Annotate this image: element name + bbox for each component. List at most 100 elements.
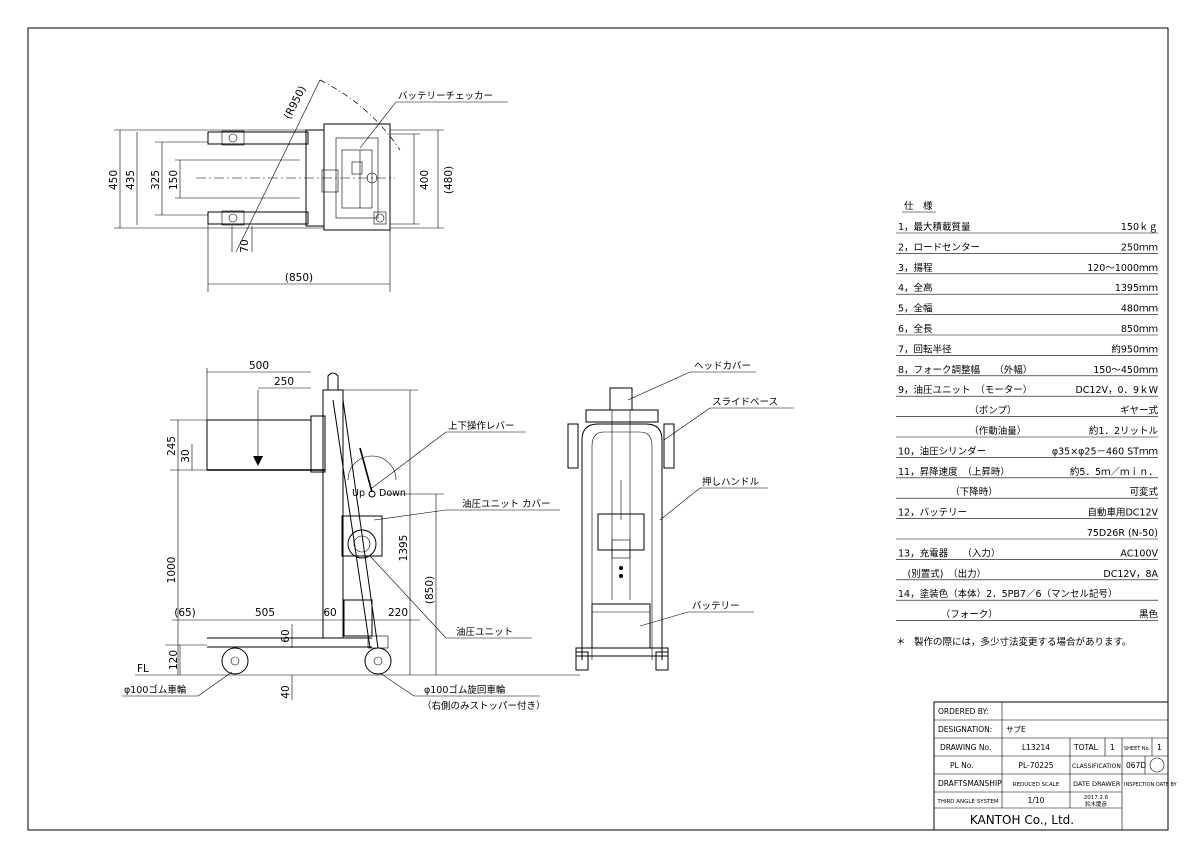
tb-ordered-by-label: ORDERED BY: <box>938 707 989 716</box>
tb-drawer-value: 鈴木慶彦 <box>1085 800 1108 808</box>
tb-drawing-no-label: DRAWING No. <box>940 743 991 752</box>
top-dim-150: 150 <box>168 170 180 190</box>
spec-row-value: 1395ｍｍ <box>1115 283 1158 294</box>
callout-push-handle: 押しハンドル <box>702 476 760 488</box>
tb-company: KANTOH Co., Ltd. <box>970 813 1074 827</box>
spec-row-label: 12，バッテリー <box>898 508 967 519</box>
spec-row-label: 8，フォーク調整幅 （外幅） <box>898 364 1032 376</box>
side-front-wheel <box>221 647 249 675</box>
spec-row-value: 150ｋｇ <box>1121 221 1158 233</box>
spec-row-value: 250ｍｍ <box>1121 242 1158 253</box>
top-fork-lower <box>207 211 309 225</box>
spec-row-label: （作動油量） <box>898 425 1026 437</box>
side-dim-65: (65) <box>174 607 196 619</box>
side-dim-60-horiz: 60 <box>323 607 336 619</box>
front-battery <box>591 603 651 649</box>
tb-designation-label: DESIGNATION: <box>938 725 992 734</box>
side-dim-30: 30 <box>180 449 192 462</box>
spec-note: 製作の際には，多少寸法変更する場合があります。 <box>914 636 1132 648</box>
spec-row-label: 6，全長 <box>898 323 933 335</box>
spec-row-value: 黒色 <box>1139 609 1159 621</box>
spec-row-value: 850ｍｍ <box>1121 324 1158 335</box>
tb-reduced-scale-label: REDUCED SCALE <box>1013 782 1060 788</box>
callout-hydraulic-cover: 油圧ユニット カバー <box>462 498 551 510</box>
tb-pl-no-label: PL No. <box>950 761 974 770</box>
side-dim-220: 220 <box>388 607 408 619</box>
spec-row-label: 13，充電器 （入力） <box>898 547 1000 559</box>
side-dim-250: 250 <box>274 376 294 388</box>
spec-row-value: 480ｍｍ <box>1121 304 1158 315</box>
side-dim-505: 505 <box>255 607 275 619</box>
spec-row-value: 150～450ｍｍ <box>1093 365 1158 376</box>
spec-row-label: 11，昇降速度 （上昇時） <box>898 466 1010 478</box>
side-dim-850: (850) <box>424 576 436 604</box>
callout-head-cover: ヘッドカバー <box>694 361 751 372</box>
spec-row-label: 10，油圧シリンダー <box>898 445 986 457</box>
spec-heading: 仕 様 <box>904 200 933 212</box>
callout-stopper-note: （右側のみストッパー付き） <box>422 700 546 712</box>
top-dim-435: 435 <box>125 170 137 190</box>
spec-row-value: ギヤー式 <box>1120 405 1159 417</box>
tb-inspection-label: INSPECTION DATE BY <box>1124 782 1178 788</box>
tb-sheet-label: SHEET No. <box>1124 746 1151 752</box>
side-label-up: Up <box>352 488 365 499</box>
callout-hydraulic-unit: 油圧ユニット <box>456 626 513 638</box>
spec-row-value: φ35×φ25－460 STｍｍ <box>1052 446 1158 457</box>
spec-row-value: AC100V <box>1120 548 1158 559</box>
callout-battery: バッテリー <box>692 601 740 612</box>
side-dim-40: 40 <box>280 685 292 698</box>
tb-total-value: 1 <box>1110 743 1115 752</box>
side-dim-120: 120 <box>168 650 180 670</box>
tb-classification-value: 067D <box>1126 761 1146 770</box>
top-dim-850: (850) <box>285 272 313 284</box>
spec-row-label: (別置式) （出力） <box>898 568 986 580</box>
spec-row-label: 7，回転半径 <box>898 343 952 355</box>
side-dim-245: 245 <box>166 436 178 456</box>
tb-pl-no-value: PL-70225 <box>1018 761 1053 770</box>
side-dim-500: 500 <box>249 360 269 372</box>
spec-row-label: 4，全高 <box>898 282 933 294</box>
tb-draftsmanship-label: DRAFTSMANSHIP <box>938 779 1002 788</box>
spec-row-value: 75D26R (N-50) <box>1087 528 1158 539</box>
spec-note-mark: ＊ <box>896 637 906 648</box>
top-dim-400: 400 <box>419 170 431 190</box>
side-dim-1000: 1000 <box>166 557 178 584</box>
tb-scale-value: 1/10 <box>1028 796 1045 805</box>
spec-row-label: 9，油圧ユニット （モーター） <box>898 384 1032 396</box>
front-frame <box>581 423 663 660</box>
front-view: ヘッドカバー スライドベース 押しハンドル バッテリー <box>567 361 794 671</box>
spec-row-label: 1，最大積載質量 <box>898 221 971 233</box>
spec-row-label: 14，塗装色（本体）2．5PB7／6（マンセル記号） <box>898 588 1118 600</box>
tb-drawing-no-value: L13214 <box>1022 743 1050 752</box>
callout-battery-checker: バッテリーチェッカー <box>398 91 493 102</box>
spec-row-value: 約5．5ｍ／ｍｉｎ． <box>1070 466 1158 478</box>
side-view: FL Up Down 500 <box>122 360 580 712</box>
spec-row-value: 自動車用DC12V <box>1087 507 1158 519</box>
top-dim-325: 325 <box>150 170 162 190</box>
side-dim-60-vert: 60 <box>280 629 292 642</box>
tb-date-value: 2017.2.6 <box>1084 795 1109 801</box>
side-swivel-wheel <box>364 647 392 675</box>
callout-swivel-wheel: φ100ゴム旋回車輪 <box>424 684 506 696</box>
side-mast <box>322 389 344 639</box>
tb-sheet-value: 1 <box>1157 743 1162 752</box>
tb-total-label: TOTAL <box>1073 743 1099 752</box>
tb-designation-value: サブE <box>1006 724 1026 734</box>
side-floor-label: FL <box>137 663 149 675</box>
spec-row-value: 約1．2リットル <box>1089 425 1159 437</box>
spec-row-value: DC12V，0．9ｋW <box>1075 384 1158 396</box>
callout-lift-lever: 上下操作レバー <box>448 420 515 432</box>
spec-row-value: 約950ｍｍ <box>1111 343 1158 355</box>
spec-row-label: 5，全幅 <box>898 303 933 315</box>
sheet-border <box>27 27 1169 831</box>
callout-slide-base: スライドベース <box>712 397 778 408</box>
side-hydraulic-cover <box>341 515 383 557</box>
top-dim-450: 450 <box>108 170 120 190</box>
side-dim-1395: 1395 <box>398 535 410 562</box>
top-dim-r950: (R950) <box>282 84 309 121</box>
front-hydraulic-unit <box>597 513 645 551</box>
callout-rubber-wheel: φ100ゴム車輪 <box>124 684 187 696</box>
spec-row-label: （ポンプ） <box>898 405 1016 417</box>
